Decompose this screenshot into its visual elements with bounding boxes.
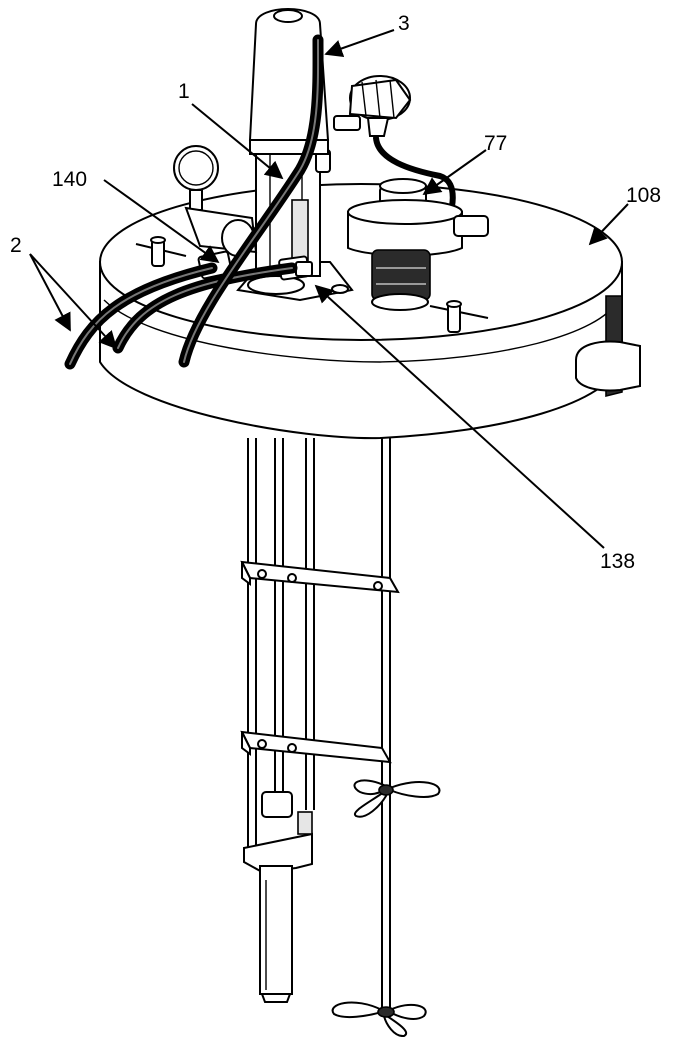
callout-label-2: 2 [10, 234, 22, 257]
callout-label-108: 108 [626, 184, 661, 207]
cover-handle-right [429, 300, 489, 333]
callout-label-140: 140 [52, 168, 87, 191]
lower-bracket [240, 730, 392, 764]
agitator-motor [347, 178, 489, 311]
pump-lower-body [243, 791, 313, 1003]
callout-label-3: 3 [398, 12, 410, 35]
fluid-hoses [64, 34, 324, 370]
callout-label-77: 77 [484, 132, 507, 155]
callout-label-1: 1 [178, 80, 190, 103]
upper-bracket [240, 560, 400, 594]
cover-handle-left [135, 236, 187, 267]
callout-leaders [29, 29, 629, 549]
lower-tubes [247, 430, 391, 1010]
agitator-upper-blade [353, 779, 441, 818]
agitator-lower-blade [331, 1001, 427, 1037]
callout-label-138: 138 [600, 550, 635, 573]
